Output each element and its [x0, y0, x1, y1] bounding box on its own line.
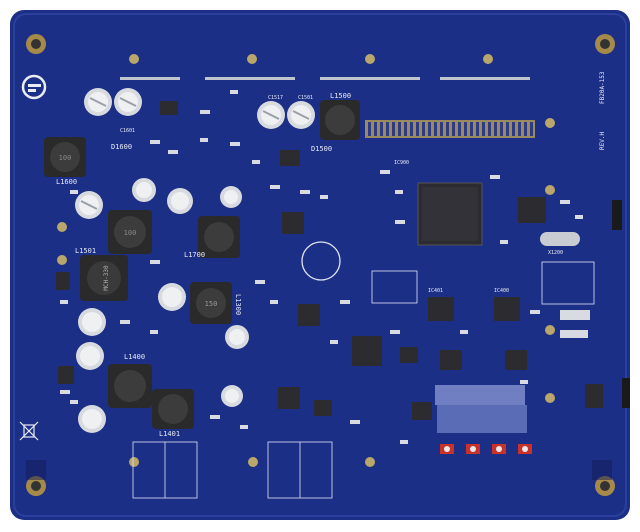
label-l1400: L1400	[124, 353, 145, 361]
power-inductors: 100 100 MCH-330 150	[44, 100, 360, 429]
svg-text:100: 100	[59, 154, 72, 162]
top-connector-pads	[120, 77, 535, 138]
crystal-oscillator	[540, 232, 580, 246]
label-ic400: IC400	[494, 288, 509, 294]
edge-connector	[585, 384, 603, 408]
screw-heads	[57, 54, 555, 467]
svg-text:150: 150	[205, 300, 218, 308]
label-part-number: FB20A-153	[599, 71, 606, 104]
label-rev: REV.H	[599, 132, 606, 150]
smd-components	[60, 90, 590, 444]
capacitors	[75, 88, 315, 433]
brand-logo	[21, 74, 47, 100]
integrated-circuits	[56, 101, 546, 420]
label-l1500: L1500	[330, 92, 351, 100]
label-l1501: L1501	[75, 247, 96, 255]
label-ic401: IC401	[428, 288, 443, 294]
silkscreen-labels: D1600 L1600 C1601 L1500 D1500 C1517 C150…	[56, 71, 606, 438]
label-l1600: L1600	[56, 178, 77, 186]
mounting-holes	[26, 34, 615, 496]
svg-text:100: 100	[124, 229, 137, 237]
label-d1500: D1500	[311, 145, 332, 153]
silkscreen-tables	[132, 261, 595, 499]
label-x1200: X1200	[548, 250, 563, 256]
label-ic900: IC900	[394, 160, 409, 166]
label-l1401: L1401	[159, 430, 180, 438]
label-l1300: L1300	[234, 294, 242, 315]
label-d1600: D1600	[111, 143, 132, 151]
label-c1601: C1601	[120, 128, 135, 134]
svg-text:MCH-330: MCH-330	[103, 265, 110, 291]
weee-bin-icon	[19, 421, 39, 441]
label-c1517: C1517	[268, 95, 283, 101]
label-l1700: L1700	[184, 251, 205, 259]
red-switches	[440, 444, 532, 454]
label-c1501: C1501	[298, 95, 313, 101]
